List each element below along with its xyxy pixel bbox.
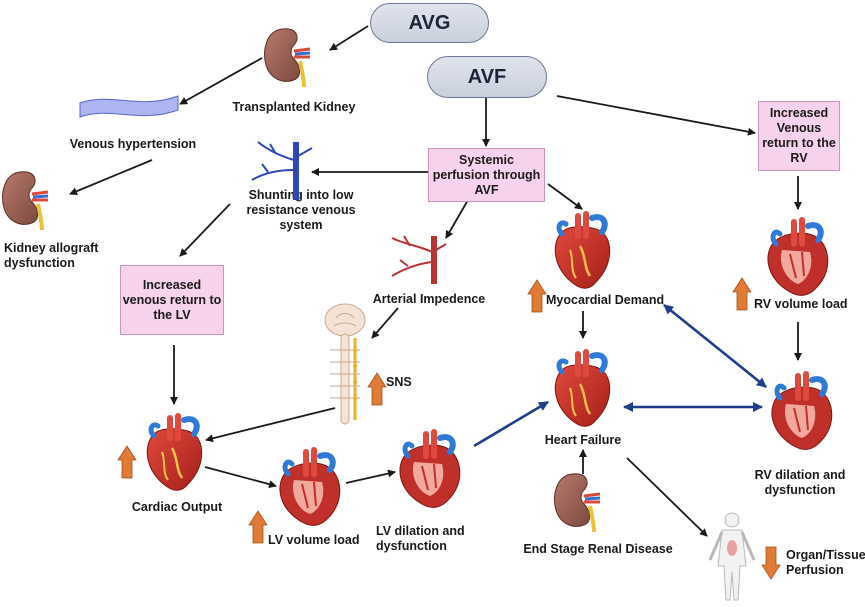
arrow-shunting-to-lv-return	[179, 203, 231, 257]
lv-volume-load-label: LV volume load	[268, 533, 360, 547]
avg-node: AVG	[370, 3, 489, 43]
systemic-perfusion-label: Systemic perfusion through AVF	[432, 152, 541, 197]
vein-tree-icon	[251, 141, 313, 200]
increased-venous-return-rv-label: Increased Venous return to the RV	[762, 106, 836, 165]
rv-dilation-heart-icon	[772, 374, 832, 449]
myocardial-heart-icon	[555, 214, 609, 288]
human-body-icon	[708, 512, 756, 601]
avg-label: AVG	[408, 11, 451, 34]
myocardial-demand-up-icon	[527, 279, 547, 313]
arrow-venous-hypertension-to-allograft	[69, 159, 153, 196]
heart-failure-label: Heart Failure	[544, 433, 622, 447]
transplanted-kidney-label: Transplanted Kidney	[232, 100, 356, 114]
nervous-system-icon	[324, 303, 366, 425]
lv-volume-heart-icon	[280, 450, 340, 525]
avf-label: AVF	[467, 65, 507, 88]
myocardial-demand-label: Myocardial Demand	[546, 293, 665, 307]
cardiac-output-up-icon	[117, 445, 137, 479]
arrow-lv-dilation-to-heart-failure	[473, 400, 549, 448]
lv-dilation-heart-icon	[400, 432, 460, 507]
rv-volume-load-up-icon	[732, 277, 752, 311]
esrd-kidney-icon	[552, 471, 602, 534]
increased-venous-return-lv-box: Increased venous return to the LV	[120, 265, 224, 335]
shunting-label: Shunting into low resistance venous syst…	[246, 188, 356, 232]
sns-label: SNS	[386, 375, 412, 389]
arrow-systemic-to-myocardial	[547, 183, 583, 210]
kidney-allograft-dysfunction-label: Kidney allograft dysfunction	[4, 241, 99, 270]
arrow-avg-to-kidney	[329, 25, 369, 51]
allograft-kidney-icon	[0, 169, 50, 232]
transplanted-kidney-icon	[262, 26, 312, 90]
cardiac-output-heart-icon	[147, 416, 201, 490]
sns-up-icon	[367, 372, 387, 406]
arrow-sns-to-cardiac	[205, 407, 336, 443]
arrow-kidney-to-venous-hypertension	[179, 57, 263, 105]
arrow-cardiac-to-lv-volume	[204, 466, 277, 489]
organ-tissue-perfusion-label: Organ/Tissue Perfusion	[786, 548, 865, 577]
lv-volume-load-up-icon	[248, 510, 268, 544]
increased-venous-return-rv-box: Increased Venous return to the RV	[758, 101, 840, 171]
arrow-avf-to-rv-return	[556, 95, 756, 136]
lv-dilation-label: LV dilation and dysfunction	[376, 524, 465, 553]
cardiac-output-label: Cardiac Output	[131, 500, 223, 514]
arrow-systemic-to-arterial	[445, 199, 469, 239]
venous-hypertension-label: Venous hypertension	[69, 137, 197, 151]
esrd-label: End Stage Renal Disease	[523, 542, 673, 556]
avf-node: AVF	[427, 56, 547, 98]
heart-failure-heart-icon	[555, 352, 609, 426]
rv-volume-heart-icon	[768, 220, 828, 295]
artery-tree-icon	[391, 235, 447, 284]
arrow-heart-failure-to-organ	[626, 457, 708, 537]
increased-venous-return-lv-label: Increased venous return to the LV	[122, 277, 222, 322]
arrow-arterial-to-sns	[371, 307, 399, 339]
vein-ribbon-icon	[79, 95, 179, 118]
arrow-lv-volume-to-lv-dilation	[345, 469, 396, 484]
arterial-impedence-label: Arterial Impedence	[372, 292, 486, 306]
systemic-perfusion-box: Systemic perfusion through AVF	[428, 148, 545, 202]
arrow-myocardial-rv-dilation	[663, 303, 767, 389]
rv-volume-load-label: RV volume load	[754, 297, 848, 311]
organ-perfusion-down-icon	[761, 546, 781, 580]
rv-dilation-label: RV dilation and dysfunction	[754, 468, 846, 497]
